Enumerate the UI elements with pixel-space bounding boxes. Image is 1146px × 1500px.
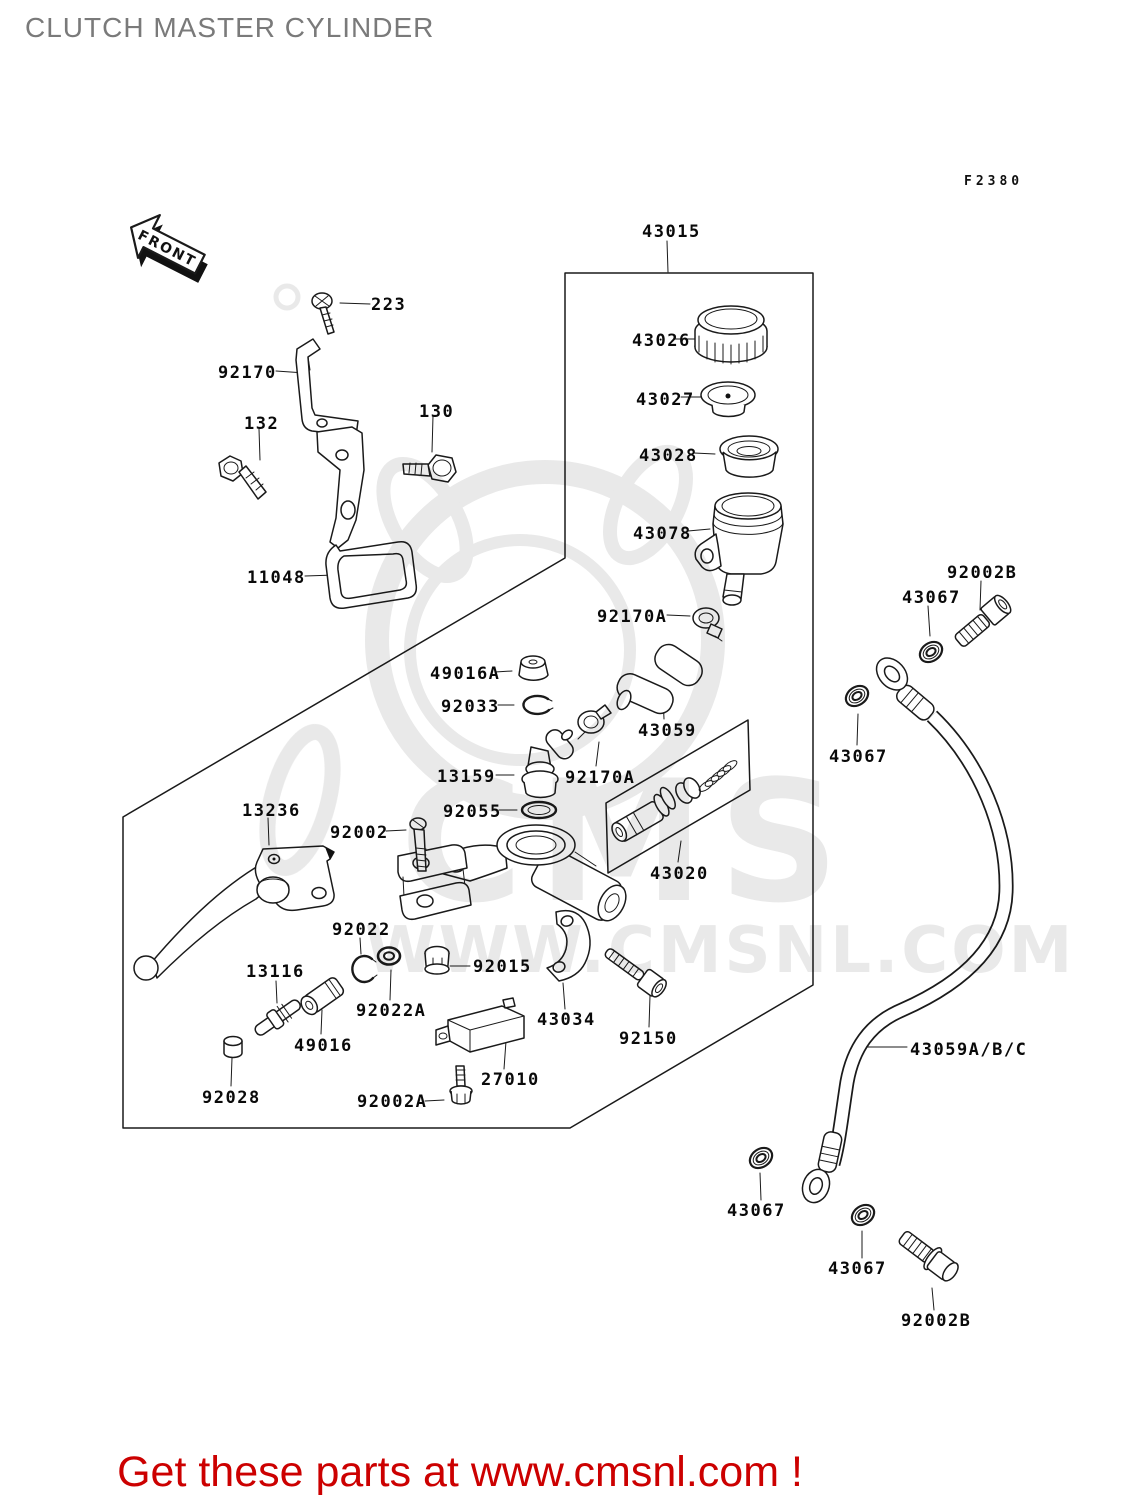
part-label-43028[interactable]: 43028 (639, 446, 698, 466)
washer-43067-4 (848, 1201, 878, 1230)
circlip-92033 (523, 696, 553, 714)
figure-code: F2380 (964, 174, 1024, 189)
banjo-bolt-92002B-bottom (895, 1225, 963, 1285)
part-label-43026[interactable]: 43026 (632, 331, 691, 351)
part-label-11048[interactable]: 11048 (247, 568, 306, 588)
part-label-43059[interactable]: 43059 (638, 721, 697, 741)
bolt-92002 (410, 818, 426, 871)
washer-43067-2 (842, 682, 872, 711)
part-label-43059A-B-C[interactable]: 43059A/B/C (910, 1040, 1028, 1060)
part-label-43078[interactable]: 43078 (633, 524, 692, 544)
clamp-43034 (547, 911, 590, 981)
part-label-92033[interactable]: 92033 (441, 697, 500, 717)
part-label-92170A[interactable]: 92170A (565, 768, 636, 788)
part-label-43067[interactable]: 43067 (902, 588, 961, 608)
hose-43059 (613, 640, 707, 717)
part-label-43067[interactable]: 43067 (828, 1259, 887, 1279)
part-label-92002[interactable]: 92002 (330, 823, 389, 843)
footer-banner[interactable]: Get these parts at www.cmsnl.com ! (117, 1448, 803, 1496)
master-cylinder-body (398, 825, 632, 925)
washer-43067-3 (746, 1144, 776, 1173)
diaphragm-43028 (720, 436, 778, 477)
part-label-43027[interactable]: 43027 (636, 390, 695, 410)
bolt-92002A (450, 1066, 472, 1104)
bracket-11048 (317, 427, 416, 608)
part-label-49016A[interactable]: 49016A (430, 664, 501, 684)
bolt-132 (219, 456, 266, 499)
part-label-43067[interactable]: 43067 (829, 747, 888, 767)
part-label-92002A[interactable]: 92002A (357, 1092, 428, 1112)
part-label-92002B[interactable]: 92002B (901, 1311, 972, 1331)
part-label-92028[interactable]: 92028 (202, 1088, 261, 1108)
part-label-43034[interactable]: 43034 (537, 1010, 596, 1030)
part-label-92015[interactable]: 92015 (473, 957, 532, 977)
part-label-43015[interactable]: 43015 (642, 222, 701, 242)
part-label-92150[interactable]: 92150 (619, 1029, 678, 1049)
assembly-box-43015 (123, 273, 813, 1128)
part-label-13159[interactable]: 13159 (437, 767, 496, 787)
screw-223 (312, 293, 334, 334)
elbow-joint-13159 (522, 727, 576, 798)
nut-92015 (425, 947, 449, 975)
part-label-49016[interactable]: 49016 (294, 1036, 353, 1056)
front-arrow-icon: FRONT (117, 206, 208, 283)
circlip-92022 (352, 956, 377, 982)
bracket-92170 (296, 339, 358, 436)
reservoir-cap-43026 (695, 306, 767, 364)
cms-watermark: CMS WWW.CMSNL.COM (255, 286, 1075, 988)
bushing-49016A (519, 656, 548, 680)
part-label-92055[interactable]: 92055 (443, 802, 502, 822)
watermark-url-text: WWW.CMSNL.COM (365, 914, 1075, 988)
kit-box-43020 (606, 720, 750, 873)
part-label-223[interactable]: 223 (371, 295, 407, 315)
cap-92028 (224, 1037, 242, 1058)
part-label-92170[interactable]: 92170 (218, 363, 277, 383)
part-label-92022A[interactable]: 92022A (356, 1001, 427, 1021)
spring (697, 759, 738, 794)
bolt-92150 (601, 943, 669, 1001)
diaphragm-plate-43027 (701, 382, 755, 417)
reservoir-43078 (695, 493, 783, 605)
part-label-13236[interactable]: 13236 (242, 801, 301, 821)
page-title: CLUTCH MASTER CYLINDER (25, 12, 435, 43)
washer-92022A (378, 948, 400, 965)
part-label-130[interactable]: 130 (419, 402, 455, 422)
part-label-92170A[interactable]: 92170A (597, 607, 668, 627)
bushing-49016 (298, 976, 346, 1018)
part-label-13116[interactable]: 13116 (246, 962, 305, 982)
switch-27010 (436, 998, 524, 1052)
part-label-92002B[interactable]: 92002B (947, 563, 1018, 583)
part-label-43067[interactable]: 43067 (727, 1201, 786, 1221)
washer-43067-1 (916, 638, 946, 667)
watermark-logo-text: CMS (400, 744, 853, 940)
piston-kit-43020 (606, 759, 739, 845)
banjo-bolt-92002B-top (951, 593, 1013, 650)
part-label-43020[interactable]: 43020 (650, 864, 709, 884)
pushrod-13116 (251, 995, 304, 1040)
part-label-132[interactable]: 132 (244, 414, 280, 434)
part-label-27010[interactable]: 27010 (481, 1070, 540, 1090)
part-label-92022[interactable]: 92022 (332, 920, 391, 940)
clutch-hose-43059ABC (798, 652, 1006, 1206)
